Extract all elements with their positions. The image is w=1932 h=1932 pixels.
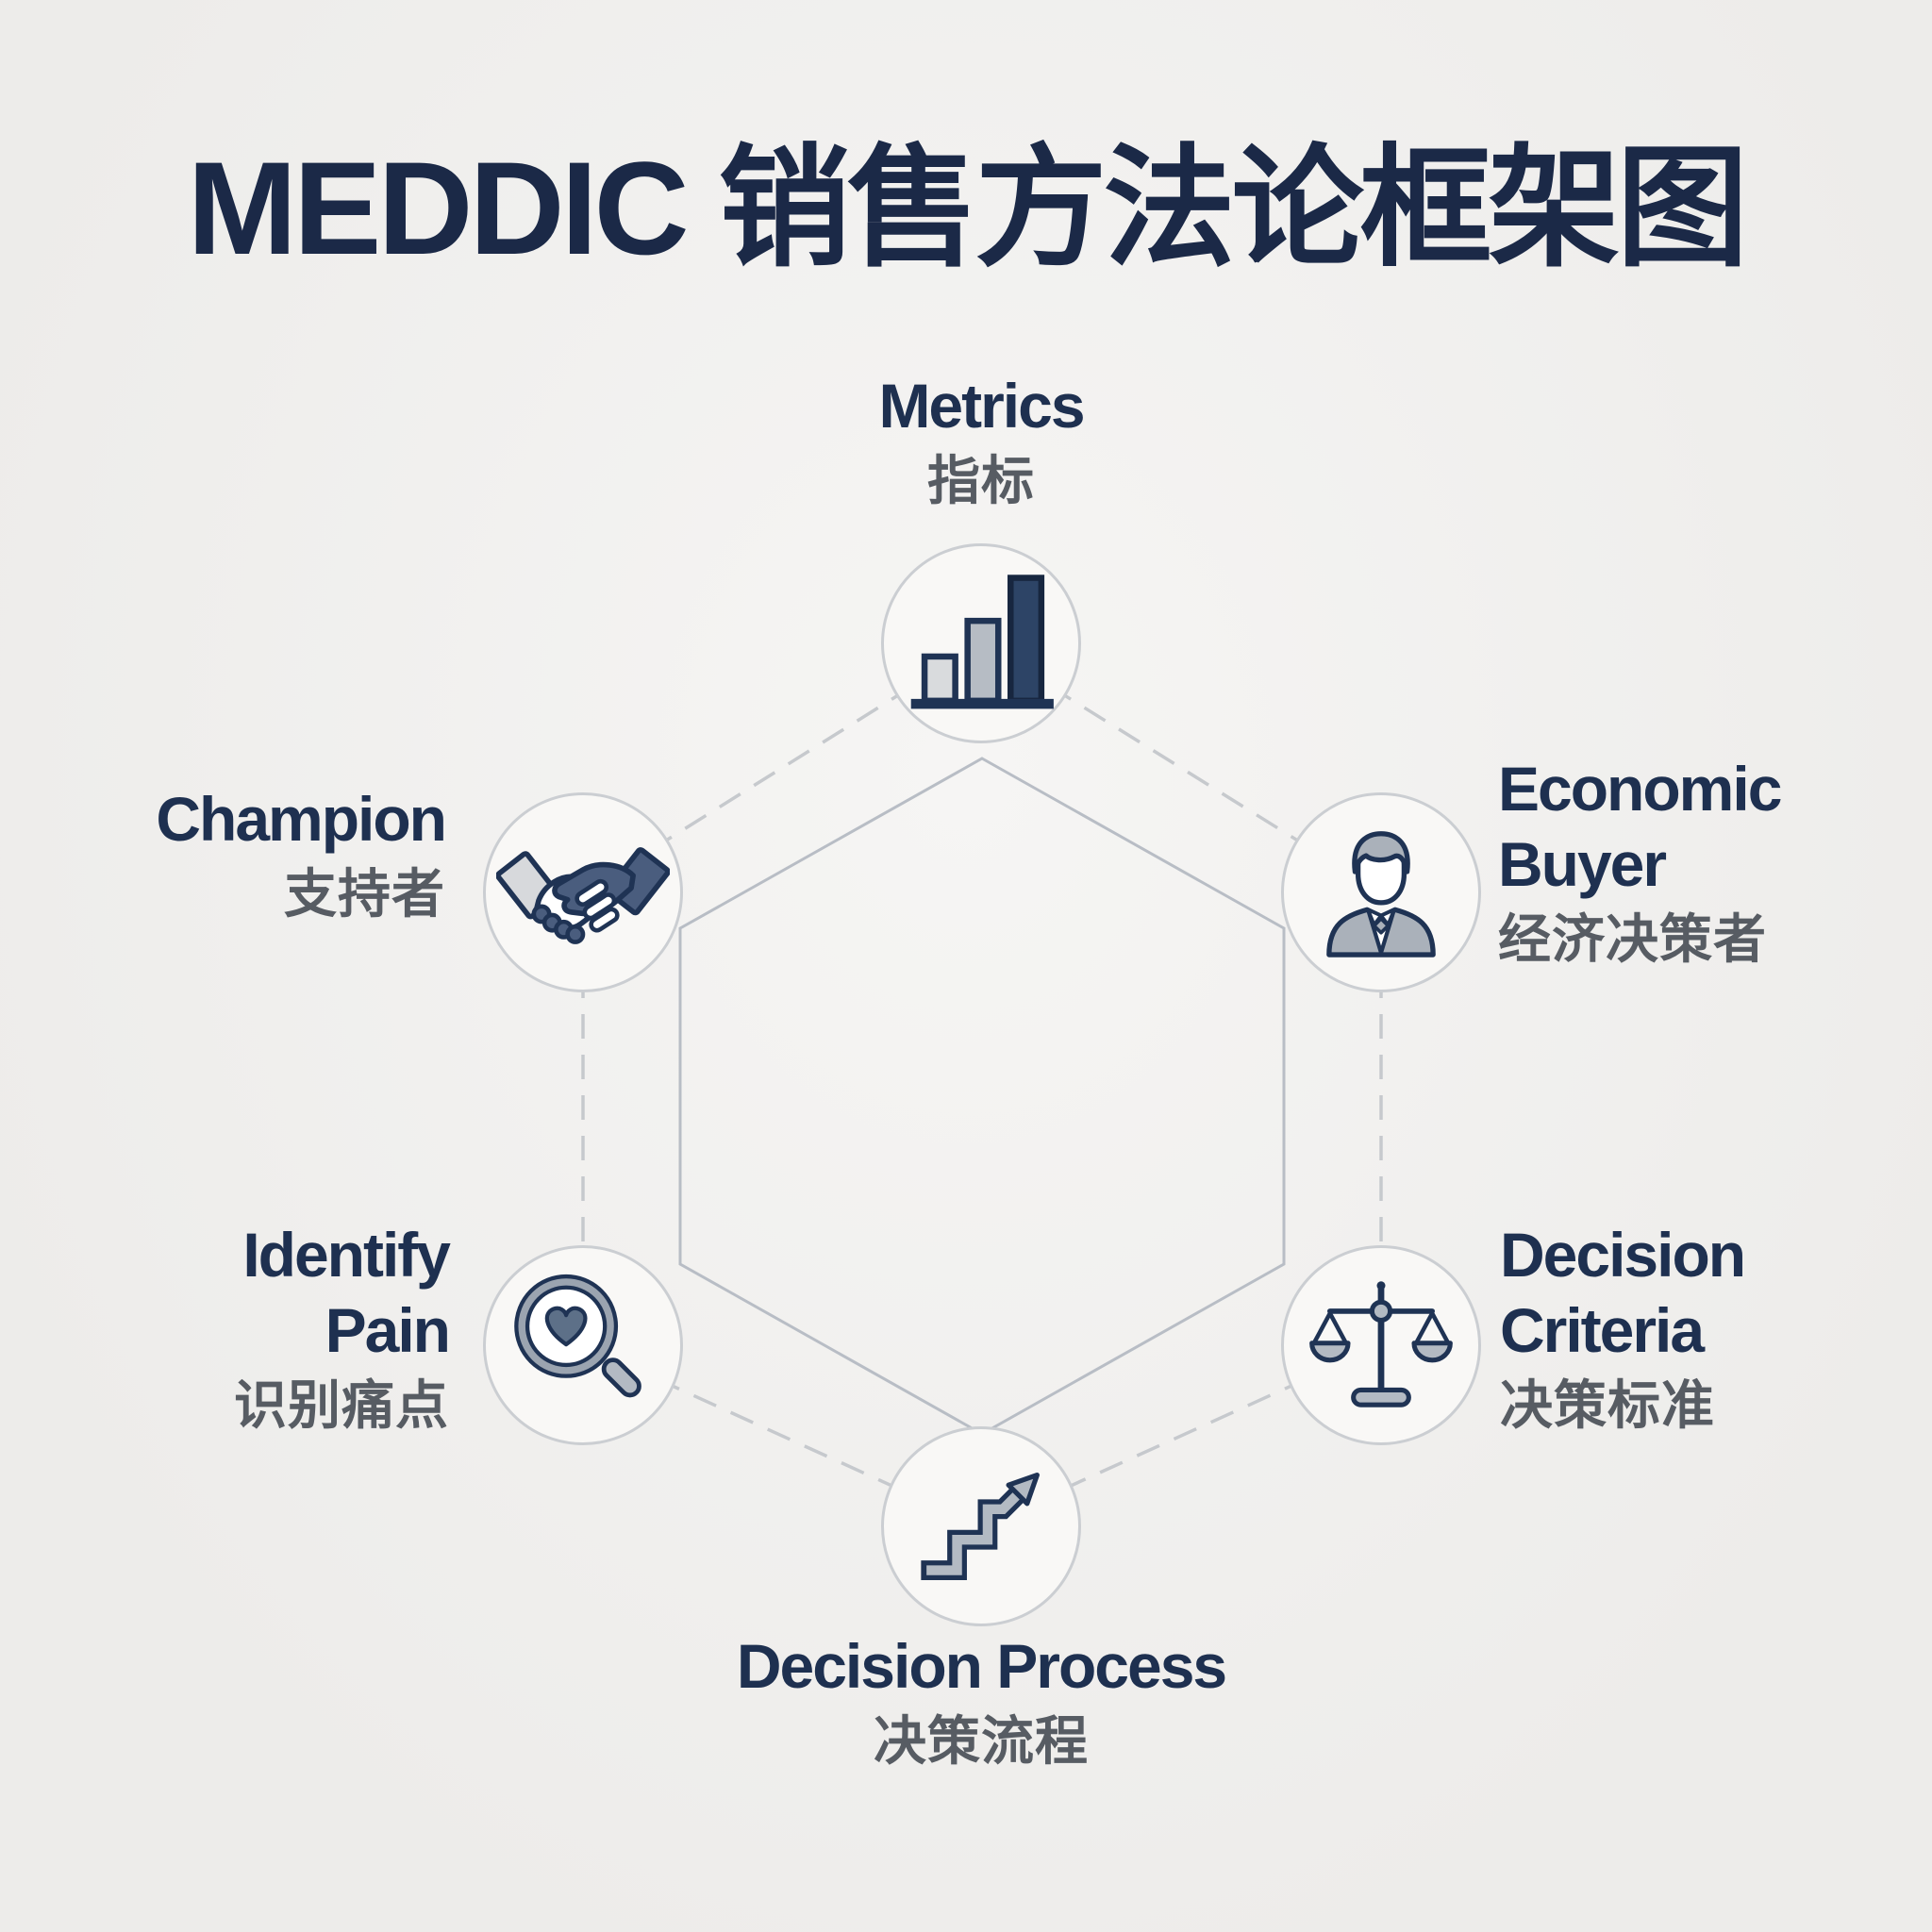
identify-pain-title-zh: 识别痛点 xyxy=(234,1375,449,1435)
decision-process-title-zh: 决策流程 xyxy=(874,1711,1089,1771)
champion-title-zh: 支持者 xyxy=(284,864,445,924)
economic-buyer-title-en-line2: Buyer xyxy=(1498,829,1667,899)
node-label-identify-pain: Identify Pain 识别痛点 xyxy=(0,1217,451,1440)
node-circle-decision-process xyxy=(881,1426,1081,1626)
magnifier-heart-icon xyxy=(514,1274,641,1398)
node-circle-champion xyxy=(483,792,683,992)
metrics-title-en: Metrics xyxy=(878,371,1085,441)
decision-criteria-title-zh: 决策标准 xyxy=(1500,1375,1715,1435)
economic-buyer-title-en-line1: Economic xyxy=(1498,754,1782,824)
identify-pain-title-en-line2: Pain xyxy=(325,1295,451,1365)
identify-pain-title-en-line1: Identify xyxy=(242,1220,451,1290)
connector-identify-decision-process xyxy=(582,1343,982,1528)
businessman-icon xyxy=(1326,831,1436,958)
balance-scale-icon xyxy=(1309,1281,1453,1407)
hexagon-outline xyxy=(678,757,1286,1436)
node-circle-economic-buyer xyxy=(1281,792,1481,992)
decision-criteria-title-en-line1: Decision xyxy=(1500,1220,1746,1290)
node-label-champion: Champion 支持者 xyxy=(0,781,447,928)
economic-buyer-title-zh: 经济决策者 xyxy=(1498,909,1767,969)
node-label-decision-criteria: Decision Criteria 决策标准 xyxy=(1500,1217,1932,1440)
node-circle-metrics xyxy=(881,543,1081,743)
stairs-arrow-icon xyxy=(921,1472,1040,1581)
node-circle-identify-pain xyxy=(483,1245,683,1445)
metrics-title-zh: 指标 xyxy=(927,451,1035,510)
node-label-metrics: Metrics 指标 xyxy=(745,368,1217,515)
bar-chart-icon xyxy=(910,575,1054,709)
node-label-economic-buyer: Economic Buyer 经济决策者 xyxy=(1498,751,1932,974)
decision-process-title-en: Decision Process xyxy=(736,1631,1227,1701)
node-circle-decision-criteria xyxy=(1281,1245,1481,1445)
decision-criteria-title-en-line2: Criteria xyxy=(1500,1295,1705,1365)
champion-title-en: Champion xyxy=(156,784,447,854)
handshake-icon xyxy=(496,846,670,944)
page-title: MEDDIC 销售方法论框架图 xyxy=(187,134,1748,282)
node-label-decision-process: Decision Process 决策流程 xyxy=(604,1628,1358,1775)
